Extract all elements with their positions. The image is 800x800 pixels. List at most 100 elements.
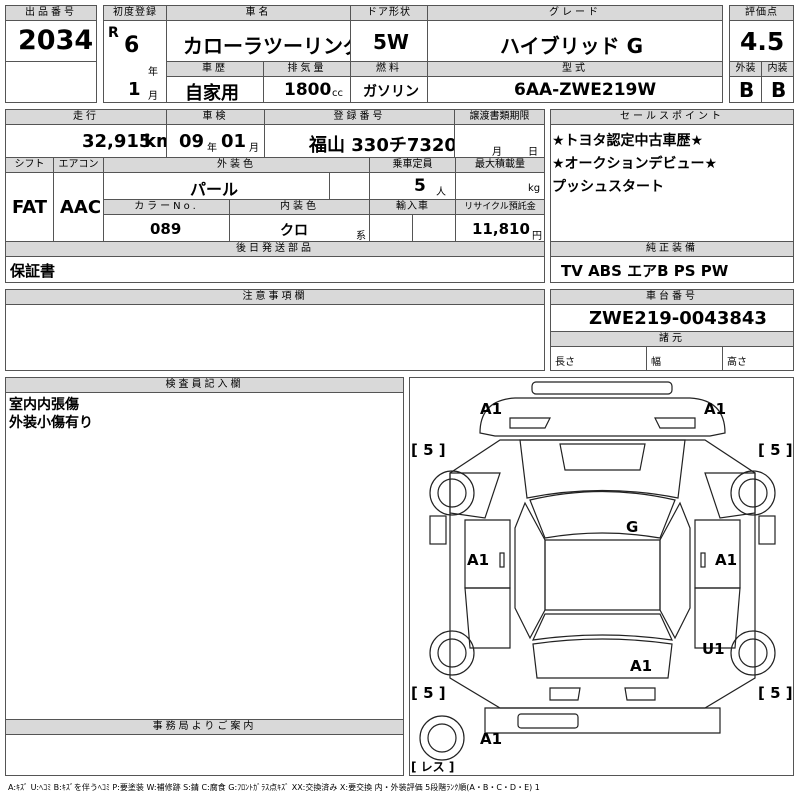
header-grade: グレード: [427, 5, 723, 21]
recycle-unit: 円: [532, 231, 542, 242]
lot-number: 2034: [18, 25, 94, 56]
rear-bumper: [484, 707, 721, 734]
exterior-grade-cell: B: [729, 76, 762, 103]
right-mirror: [758, 515, 776, 545]
aircon-cell: AAC: [53, 172, 104, 242]
front-right-wheel-hub: [738, 478, 768, 508]
header-max-load: 最大積載量: [455, 157, 545, 173]
history: 自家用: [185, 83, 239, 103]
right-door-handle: [700, 552, 706, 568]
spare-tire: [419, 715, 465, 761]
header-dimensions: 諸元: [550, 331, 794, 347]
header-registration: 登録番号: [264, 109, 455, 125]
lot-number-blank: [5, 61, 97, 103]
header-chassis: 車台番号: [550, 289, 794, 305]
transfer-day-unit: 日: [528, 147, 538, 158]
registration-number: 福山 330チ7320: [309, 135, 455, 156]
header-history: 車歴: [166, 61, 264, 77]
windshield: [529, 490, 676, 539]
body-outline: [449, 439, 756, 709]
inspection-month-unit: 月: [249, 143, 259, 154]
sales-point-1: ★トヨタ認定中古車歴★: [552, 133, 704, 149]
header-interior-color: 内装色: [229, 199, 370, 215]
header-lot-number: 出品番号: [5, 5, 97, 21]
score-cell: 4.5: [729, 20, 794, 62]
capacity-unit: 人: [436, 187, 446, 198]
left-pillar: [514, 501, 546, 640]
header-transfer-deadline: 譲渡書類期限: [454, 109, 545, 125]
inspection-cell: 09 年 01 月: [166, 124, 265, 158]
header-recycle: リサイクル預託金: [455, 199, 545, 215]
header-model-code: 型式: [427, 61, 723, 77]
car-name: カローラツーリング: [183, 34, 351, 58]
inspection-month: 01: [221, 131, 247, 152]
length-label: 長さ: [555, 357, 575, 368]
left-headlight: [509, 417, 551, 429]
header-later-parts: 後日発送部品: [5, 241, 545, 257]
import-cell-b: [412, 214, 456, 242]
header-notes: 注意事項欄: [5, 289, 545, 305]
first-registration-era: R: [108, 25, 119, 41]
header-import: 輸入車: [369, 199, 456, 215]
header-mileage: 走行: [5, 109, 167, 125]
fuel-cell: ガソリン: [350, 76, 428, 103]
notes-cell: [5, 304, 545, 371]
front-left-wheel-hub: [437, 478, 467, 508]
left-door-handle: [499, 552, 505, 568]
mark-rear-right-fender: U1: [702, 640, 725, 658]
import-cell-a: [369, 214, 413, 242]
recycle-fee: 11,810: [472, 220, 530, 238]
color-no-cell: 089: [103, 214, 230, 242]
mark-left-door: A1: [467, 551, 490, 569]
left-rear-lamp: [549, 687, 581, 701]
tire-spare-value: レス: [420, 760, 445, 774]
header-fuel: 燃料: [350, 61, 428, 77]
capacity: 5: [414, 176, 426, 196]
registration-cell: 福山 330チ7320: [264, 124, 455, 158]
tire-rear-left: [ 5 ]: [411, 684, 446, 702]
header-displacement: 排気量: [263, 61, 351, 77]
tire-rear-right: [ 5 ]: [758, 684, 793, 702]
length-cell: 長さ: [550, 346, 647, 371]
tire-rear-right-value: 5: [770, 684, 781, 702]
mark-front-left: A1: [480, 400, 503, 418]
inspector-note-2: 外装小傷有り: [9, 415, 93, 431]
car-diagram: A1 A1 G A1 A1 U1 A1 A1 [ 5 ] [ 5 ] [ 5 ]…: [409, 377, 794, 776]
interior-grade: B: [771, 78, 787, 102]
later-parts-cell: 保証書: [5, 256, 545, 283]
header-inspection: 車検: [166, 109, 265, 125]
header-capacity: 乗車定員: [369, 157, 456, 173]
interior-color: クロ: [280, 223, 308, 239]
interior-grade-cell: B: [761, 76, 794, 103]
tire-front-left: [ 5 ]: [411, 441, 446, 459]
color-number: 089: [150, 220, 182, 238]
first-registration-cell: R 6 年 1 月: [103, 20, 167, 103]
header-sales-points: セールスポイント: [550, 109, 794, 125]
month-unit: 月: [148, 91, 158, 102]
first-registration-month: 1: [128, 79, 141, 100]
hood-panel: [559, 443, 646, 471]
displacement: 1800: [284, 80, 332, 100]
rear-bumper-step: [517, 713, 579, 729]
tire-rear-left-value: 5: [423, 684, 434, 702]
front-right-wheel: [730, 470, 776, 516]
office-cell: [5, 734, 404, 776]
exterior-grade: B: [739, 78, 755, 102]
header-car-name: 車名: [166, 5, 351, 21]
chassis-number: ZWE219-0043843: [589, 308, 767, 329]
tire-front-right: [ 5 ]: [758, 441, 793, 459]
year-unit: 年: [148, 67, 158, 78]
mileage: 32,915: [82, 131, 152, 152]
color-extra-cell: [329, 172, 370, 200]
rear-left-wheel: [429, 630, 475, 676]
height-cell: 高さ: [722, 346, 794, 371]
header-equipment: 純正装備: [550, 241, 794, 257]
car-diagram-svg: [419, 381, 776, 761]
tire-spare: [ レス ]: [411, 760, 455, 774]
mileage-cell: 32,915 km: [5, 124, 167, 158]
mark-roof: G: [626, 518, 639, 536]
door-type: 5W: [373, 30, 409, 54]
header-exterior: 外装: [729, 61, 762, 77]
front-right-fender: [704, 472, 756, 519]
front-bumper-top: [531, 381, 673, 395]
